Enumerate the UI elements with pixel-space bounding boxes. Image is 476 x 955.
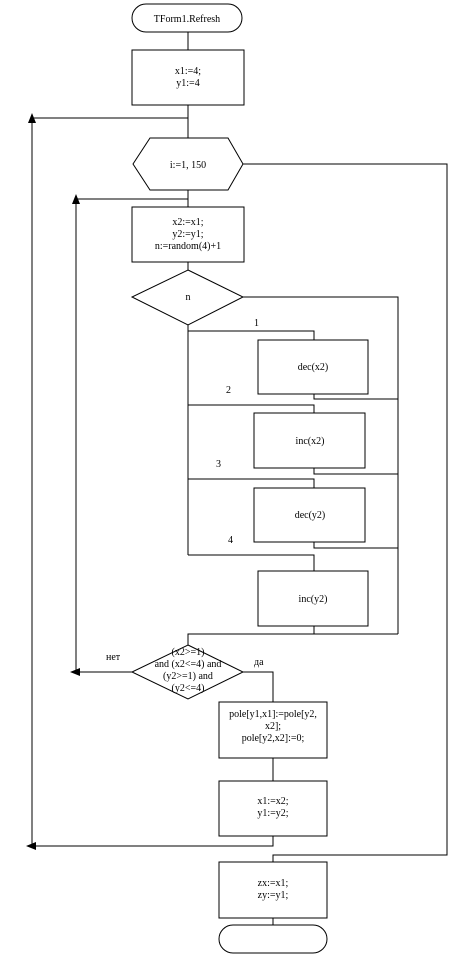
arrowhead-up-loop (28, 113, 36, 123)
condition-line-1: (x2>=1) (172, 647, 205, 658)
case-4-action: inc(y2) (299, 594, 328, 605)
swap-line-1: pole[y1,x1]:=pole[y2, (229, 709, 317, 720)
arrowhead-left-loop (26, 842, 36, 850)
init-block (131, 49, 245, 106)
arrowhead-left-no (70, 668, 80, 676)
loop-hexagon (132, 137, 244, 191)
condition-diamond (130, 644, 245, 700)
case-3-action: dec(y2) (295, 510, 326, 521)
assign-line-2: y2:=y1; (172, 229, 203, 240)
update-block (218, 780, 328, 837)
case-2-action: inc(x2) (296, 436, 325, 447)
swap-line-3: pole[y2,x2]:=0; (242, 733, 305, 744)
case-1-action: dec(x2) (298, 362, 329, 373)
loop-label: i:=1, 150 (170, 160, 206, 171)
case-1-block (257, 339, 369, 395)
result-block (218, 861, 328, 919)
end-terminator (218, 924, 328, 954)
condition-line-4: (y2<=4) (172, 683, 205, 694)
no-label: нет (106, 652, 121, 663)
case-1-label: 1 (254, 318, 259, 329)
update-line-1: x1:=x2; (257, 796, 288, 807)
condition-line-2: and (x2<=4) and (155, 659, 222, 670)
yes-label: да (254, 657, 264, 668)
case-2-block (253, 412, 366, 469)
case-4-label: 4 (228, 535, 233, 546)
start-terminator (131, 3, 243, 33)
case-3-label: 3 (216, 459, 221, 470)
result-line-2: zy:=y1; (258, 890, 289, 901)
update-line-2: y1:=y2; (257, 808, 288, 819)
condition-line-3: (y2>=1) and (163, 671, 213, 682)
case-4-block (257, 570, 369, 627)
assign-line-1: x2:=x1; (172, 217, 203, 228)
arrowhead-up-assign (72, 194, 80, 204)
start-label: TForm1.Refresh (154, 14, 220, 25)
init-line-2: y1:=4 (176, 78, 199, 89)
result-line-1: zx:=x1; (258, 878, 289, 889)
init-line-1: x1:=4; (175, 66, 201, 77)
assign-line-3: n:=random(4)+1 (155, 241, 221, 252)
swap-line-2: x2]; (265, 721, 281, 732)
case-3-block (253, 487, 366, 543)
swap-block (218, 701, 328, 759)
case-2-label: 2 (226, 385, 231, 396)
switch-label: n (186, 292, 191, 303)
